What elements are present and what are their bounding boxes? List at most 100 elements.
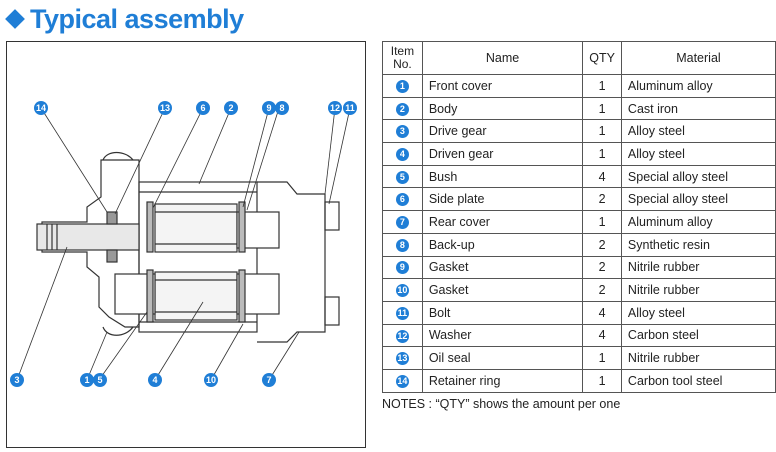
item-qty: 1 (582, 210, 622, 234)
item-qty: 2 (582, 278, 622, 302)
svg-text:3: 3 (14, 375, 19, 385)
item-material: Cast iron (620, 96, 776, 121)
svg-text:4: 4 (152, 375, 157, 385)
item-number-badge: 2 (395, 102, 409, 116)
svg-text:7: 7 (266, 375, 271, 385)
item-qty: 1 (582, 119, 622, 144)
svg-text:2: 2 (228, 103, 233, 113)
item-qty: 1 (582, 368, 622, 393)
item-material: Alloy steel (620, 300, 776, 325)
callout-11: 11 (343, 101, 357, 115)
item-name: Back-up (421, 232, 584, 257)
item-number-badge: 14 (395, 374, 409, 388)
item-name: Washer (421, 323, 584, 348)
item-material: Special alloy steel (620, 187, 776, 212)
item-number-badge: 11 (395, 306, 409, 320)
item-name: Gasket (421, 278, 584, 302)
col-header-name: Name (421, 41, 584, 75)
svg-text:5: 5 (97, 375, 102, 385)
callout-6: 6 (196, 101, 210, 115)
item-number: 6 (382, 187, 423, 212)
callout-1: 1 (80, 373, 94, 387)
item-name: Drive gear (421, 119, 584, 144)
callout-9: 9 (262, 101, 276, 115)
drive-shaft (36, 223, 140, 251)
item-number: 8 (382, 232, 423, 257)
callout-10: 10 (204, 373, 218, 387)
drive-gear (154, 203, 238, 253)
assembly-drawing: 14 13 6 2 9 8 12 11 3 1 5 4 10 7 (6, 41, 366, 448)
item-name: Front cover (421, 74, 584, 98)
callout-12: 12 (328, 101, 342, 115)
svg-text:8: 8 (279, 103, 284, 113)
item-number: 7 (382, 210, 423, 234)
svg-text:10: 10 (206, 375, 216, 385)
item-number: 11 (382, 300, 423, 325)
item-number: 4 (382, 142, 423, 166)
item-name: Gasket (421, 255, 584, 280)
callout-5: 5 (93, 373, 107, 387)
item-name: Driven gear (421, 142, 584, 166)
item-name: Oil seal (421, 346, 584, 370)
item-material: Special alloy steel (620, 164, 776, 189)
item-number: 14 (382, 368, 423, 393)
item-name: Bush (421, 164, 584, 189)
page-title: Typical assembly (4, 2, 244, 36)
item-material: Alloy steel (620, 119, 776, 144)
svg-text:12: 12 (330, 103, 340, 113)
item-material: Aluminum alloy (620, 74, 776, 98)
callout-13: 13 (158, 101, 172, 115)
item-material: Nitrile rubber (620, 255, 776, 280)
svg-text:6: 6 (200, 103, 205, 113)
item-number: 9 (382, 255, 423, 280)
item-number: 1 (382, 74, 423, 98)
item-material: Alloy steel (620, 142, 776, 166)
item-name: Body (421, 96, 584, 121)
item-number-badge: 4 (395, 148, 409, 161)
item-number-badge: 5 (395, 170, 409, 184)
item-number: 12 (382, 323, 423, 348)
item-material: Nitrile rubber (620, 346, 776, 370)
item-material: Carbon tool steel (620, 368, 776, 393)
svg-text:9: 9 (266, 103, 271, 113)
item-number: 3 (382, 119, 423, 144)
item-qty: 1 (582, 74, 622, 98)
pump-cross-section: 14 13 6 2 9 8 12 11 3 1 5 4 10 7 (10, 101, 357, 387)
callout-8: 8 (275, 101, 289, 115)
callout-2: 2 (224, 101, 238, 115)
item-material: Nitrile rubber (620, 278, 776, 302)
callout-14: 14 (34, 101, 48, 115)
item-qty: 2 (582, 232, 622, 257)
item-material: Aluminum alloy (620, 210, 776, 234)
item-number-badge: 12 (395, 329, 409, 343)
svg-text:11: 11 (345, 103, 355, 113)
item-qty: 2 (582, 255, 622, 280)
item-material: Synthetic resin (620, 232, 776, 257)
item-number-badge: 7 (395, 216, 409, 230)
item-number-badge: 8 (395, 238, 409, 252)
col-header-material: Material (620, 41, 776, 75)
item-number: 2 (382, 96, 423, 121)
item-number-badge: 1 (395, 79, 409, 93)
item-qty: 2 (582, 187, 622, 212)
svg-text:14: 14 (36, 103, 46, 113)
item-name: Bolt (421, 300, 584, 325)
item-qty: 4 (582, 323, 622, 348)
item-number: 13 (382, 346, 423, 370)
item-number-badge: 3 (395, 125, 409, 139)
item-number-badge: 6 (395, 193, 409, 207)
item-number-badge: 10 (395, 284, 409, 298)
item-number-badge: 9 (395, 261, 409, 275)
diamond-icon (5, 9, 25, 29)
